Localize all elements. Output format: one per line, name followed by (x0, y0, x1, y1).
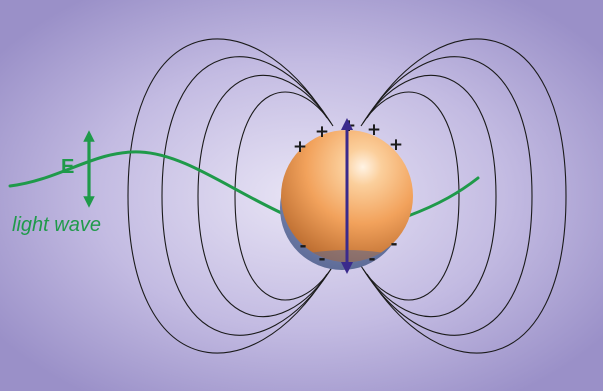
positive-charge: + (389, 135, 403, 155)
negative-charge: - (318, 249, 325, 269)
positive-charge: + (342, 116, 356, 136)
positive-charge: + (367, 120, 381, 140)
light-wave-label: light wave (12, 214, 101, 237)
positive-charge: + (293, 137, 307, 157)
e-field-label: E (61, 156, 74, 179)
negative-charge: - (299, 236, 306, 256)
negative-charge: - (368, 249, 375, 269)
negative-charge: - (390, 234, 397, 254)
positive-charge: + (315, 122, 329, 142)
